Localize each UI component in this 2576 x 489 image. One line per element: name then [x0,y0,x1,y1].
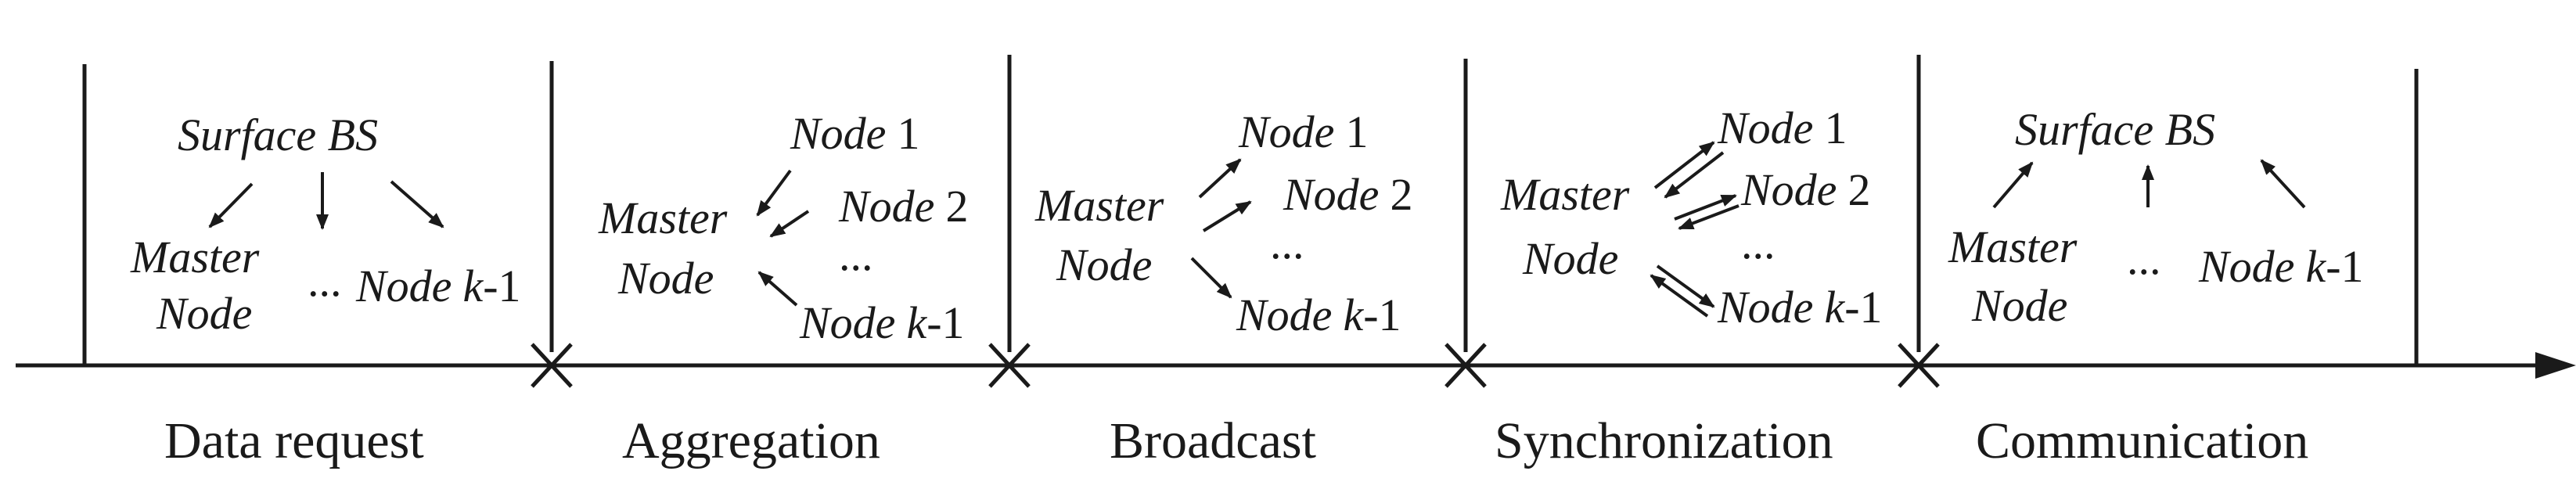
ellipsis: ... [1741,218,1775,268]
master-node-label-line2: Node [617,253,714,304]
sync-arrows-node-2 [1674,194,1740,230]
master-node-label-line1: Master [598,192,728,243]
sync-arrows-node-1 [1653,141,1725,199]
phase-boundary-cross-1 [531,343,573,388]
phase-boundary-cross-4 [1898,343,1940,388]
master-node-label-line2: Node [1522,233,1618,284]
time-axis-arrowhead [2535,352,2576,379]
arrow-bs-to-master [208,182,254,228]
arrow-bs-to-node-k [390,180,444,228]
arrow-node-1-to-master [756,169,792,217]
master-node-label-line1: Master [1500,169,1630,220]
master-node-label-line1: Master [1034,180,1164,231]
ellipsis: ... [1270,218,1304,268]
sync-arrows-node-k [1650,264,1715,318]
arrow-master-to-node-1 [1198,158,1242,199]
master-node-label-line2: Node [156,288,252,339]
phase-label: Data request [164,412,424,469]
master-node-label-line2: Node [1056,239,1152,290]
phase-label: Broadcast [1110,412,1316,469]
arrow-node-k-to-master [757,271,798,307]
arrow-master-to-node-2 [1202,200,1252,232]
ellipsis: ... [839,229,873,280]
arrow-node-k-to-bs [2260,159,2306,209]
master-node-label-line1: Master [130,232,260,282]
ellipsis: ... [308,255,342,306]
phase-label: Aggregation [622,412,880,469]
ellipsis: ... [2127,233,2161,284]
arrow-node-2-to-master [769,210,810,238]
master-node-label-line2: Node [1971,280,2067,331]
surface-bs-label: Surface BS [2015,104,2215,155]
phase-boundary-cross-2 [988,343,1031,388]
phase-label: Communication [1976,412,2308,469]
phase-label: Synchronization [1495,412,1833,469]
arrow-master-to-bs [1992,161,2034,209]
phase-boundary-cross-3 [1445,343,1487,388]
surface-bs-label: Surface BS [178,110,378,160]
arrow-master-to-node-k [1190,257,1232,299]
master-node-label-line1: Master [1948,221,2078,272]
